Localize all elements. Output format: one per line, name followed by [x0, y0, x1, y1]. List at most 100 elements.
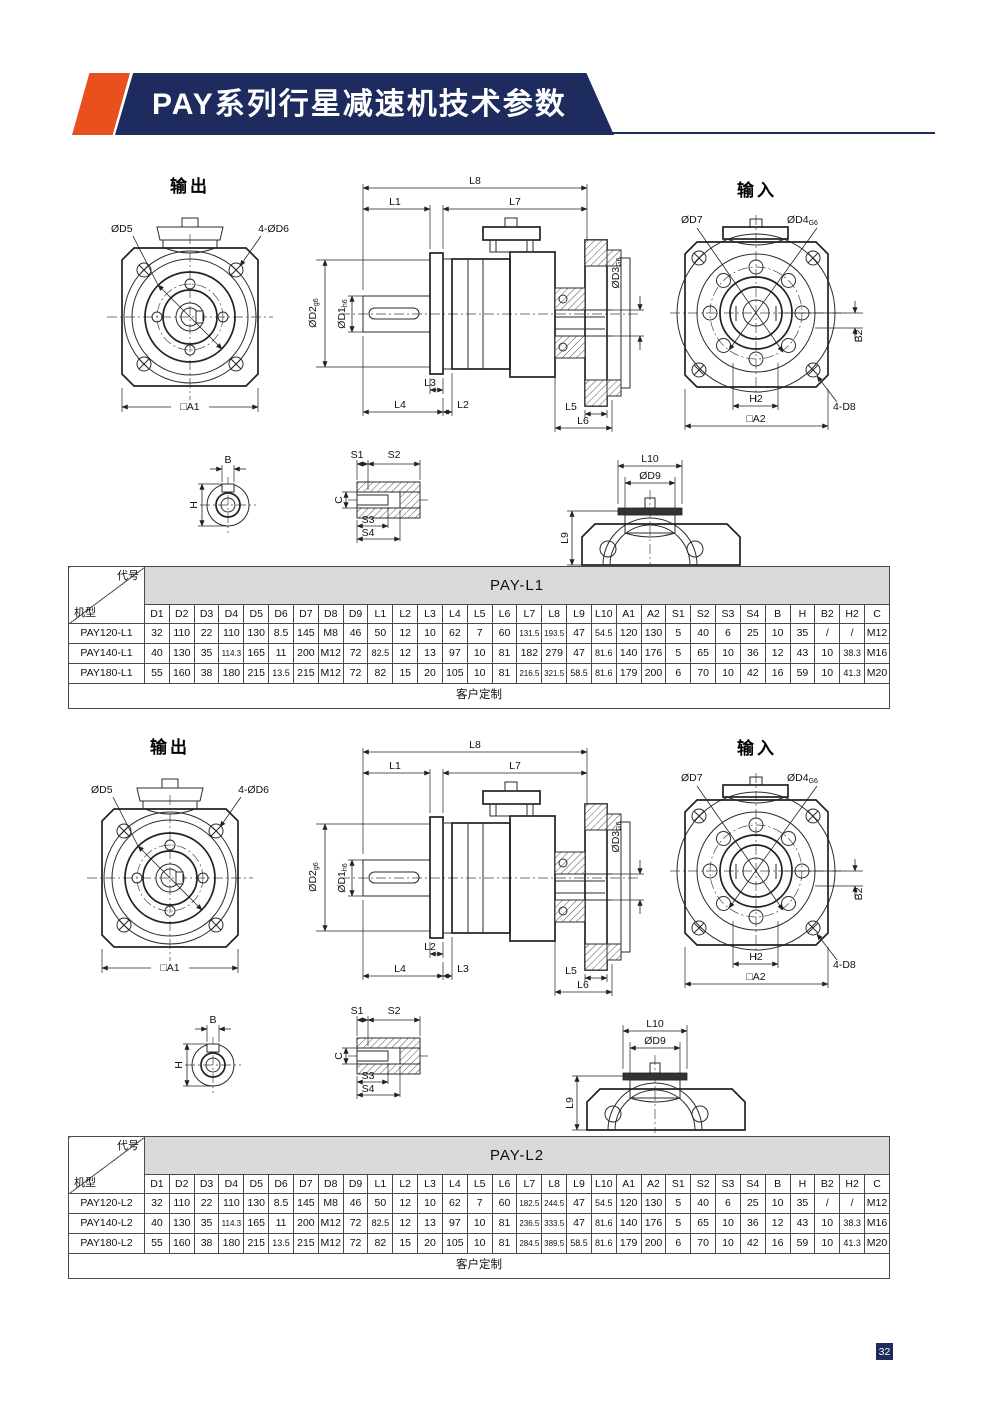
value-cell: 7	[466, 623, 493, 644]
column-header-cell: A2	[640, 1174, 667, 1194]
value-cell: 35	[789, 623, 816, 644]
value-cell: 15	[392, 663, 419, 684]
value-cell: 6	[715, 623, 741, 644]
value-cell: 54.5	[590, 1193, 617, 1214]
value-cell: 5	[665, 1213, 692, 1234]
value-cell: 165	[243, 1213, 270, 1234]
column-header-cell: H	[789, 604, 816, 624]
value-cell: 12	[392, 643, 419, 664]
column-header-cell: S4	[739, 1174, 766, 1194]
column-header-cell: D7	[292, 604, 319, 624]
value-cell: 43	[789, 1213, 816, 1234]
column-header-cell: D4	[218, 604, 245, 624]
value-cell: 81.6	[590, 663, 617, 684]
value-cell: 43	[789, 643, 816, 664]
value-cell: M16	[864, 1213, 890, 1234]
footer-cell: 客户定制	[68, 1253, 890, 1279]
value-cell: 40	[144, 643, 170, 664]
value-cell: 12	[764, 643, 791, 664]
dim-label-l2: L2	[424, 941, 436, 953]
value-cell: 62	[441, 1193, 468, 1214]
model-cell: PAY140-L1	[68, 643, 145, 664]
value-cell: 110	[168, 1193, 195, 1214]
value-cell: 180	[218, 663, 245, 684]
value-cell: 105	[441, 663, 468, 684]
value-cell: 65	[690, 1213, 717, 1234]
value-cell: 5	[665, 643, 692, 664]
value-cell: 110	[218, 1193, 245, 1214]
value-cell: 46	[342, 623, 369, 644]
value-cell: 215	[243, 663, 270, 684]
column-header-cell: D1	[144, 1174, 170, 1194]
value-cell: 60	[491, 623, 518, 644]
column-header-cell: S2	[690, 1174, 717, 1194]
column-header-cell: H	[789, 1174, 816, 1194]
value-cell: M20	[864, 1233, 890, 1254]
value-cell: 130	[640, 623, 667, 644]
value-cell: 36	[739, 643, 766, 664]
value-cell: 13.5	[268, 1233, 294, 1254]
corner-label-bottom: 机型	[74, 607, 96, 619]
value-cell: 47	[566, 1213, 592, 1234]
value-cell: 10	[417, 1193, 443, 1214]
value-cell: 130	[640, 1193, 667, 1214]
column-header-cell: L1	[367, 604, 394, 624]
header-rule-line	[600, 132, 935, 134]
value-cell: 130	[168, 1213, 195, 1234]
value-cell: 193.5	[541, 623, 568, 644]
header-banner	[115, 73, 614, 135]
value-cell: 81	[491, 1213, 518, 1234]
column-header-cell: H2	[839, 604, 866, 624]
column-header-cell: S1	[665, 604, 692, 624]
value-cell: 5	[665, 623, 692, 644]
value-cell: 200	[640, 1233, 667, 1254]
column-header-cell: S2	[690, 604, 717, 624]
value-cell: 82	[367, 663, 394, 684]
value-cell: 25	[739, 623, 766, 644]
series-title-cell: PAY-L2	[144, 1136, 890, 1175]
value-cell: M12	[317, 1233, 344, 1254]
footer-row: 客户定制	[68, 1253, 890, 1279]
value-cell: 59	[789, 1233, 816, 1254]
value-cell: M8	[317, 623, 344, 644]
series-title-cell: PAY-L1	[144, 566, 890, 605]
value-cell: 25	[739, 1193, 766, 1214]
column-header-cell: D4	[218, 1174, 245, 1194]
value-cell: 10	[715, 1233, 741, 1254]
value-cell: 215	[292, 1233, 319, 1254]
value-cell: 22	[193, 623, 220, 644]
value-cell: 32	[144, 623, 170, 644]
value-cell: 145	[292, 1193, 319, 1214]
value-cell: 131.5	[516, 623, 543, 644]
value-cell: M12	[864, 1193, 890, 1214]
value-cell: M12	[317, 643, 344, 664]
value-cell: 244.5	[541, 1193, 568, 1214]
corner-header-cell: 代号机型	[68, 566, 145, 624]
corner-label-top: 代号	[117, 570, 139, 582]
corner-label-top: 代号	[117, 1140, 139, 1152]
dim-label-l3: L3	[457, 963, 469, 975]
footer-cell: 客户定制	[68, 683, 890, 709]
value-cell: 70	[690, 663, 717, 684]
column-header-cell: B	[764, 1174, 791, 1194]
value-cell: 81.6	[590, 1233, 617, 1254]
column-header-cell: L5	[466, 1174, 493, 1194]
value-cell: 10	[814, 663, 841, 684]
value-cell: M12	[317, 663, 344, 684]
model-cell: PAY180-L1	[68, 663, 145, 684]
column-header-cell: S3	[715, 604, 741, 624]
value-cell: 55	[144, 1233, 170, 1254]
column-header-cell: A1	[615, 604, 642, 624]
value-cell: 47	[566, 1193, 592, 1214]
model-cell: PAY180-L2	[68, 1233, 145, 1254]
value-cell: 81.6	[590, 1213, 617, 1234]
value-cell: 65	[690, 643, 717, 664]
column-header-cell: D9	[342, 1174, 369, 1194]
value-cell: 72	[342, 1233, 369, 1254]
value-cell: M16	[864, 643, 890, 664]
column-header-cell: D3	[193, 604, 220, 624]
